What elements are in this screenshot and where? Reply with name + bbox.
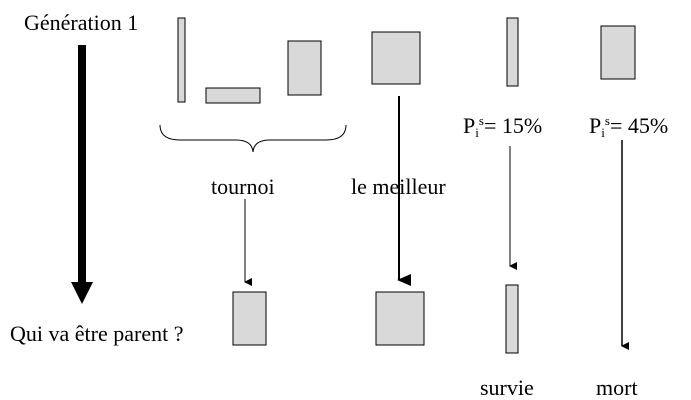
probability-survie: Pis= 15%	[463, 113, 543, 140]
probability-symbol: P	[463, 113, 476, 138]
individual-survie-candidate	[506, 17, 519, 87]
parent-meilleur	[375, 291, 425, 346]
individual-flat	[205, 87, 261, 104]
individual-large	[371, 31, 421, 85]
individual-mort-candidate	[600, 25, 636, 80]
probability-subscript: i	[601, 125, 605, 140]
question-label: Qui va être parent ?	[10, 321, 184, 346]
generation-arrow	[71, 45, 93, 304]
probability-value: = 15%	[483, 113, 543, 138]
probability-superscript: s	[478, 113, 484, 128]
generation-label: Génération 1	[24, 10, 139, 35]
mort-label: mort	[596, 375, 638, 400]
individual-medium	[287, 40, 322, 96]
tournoi-brace	[159, 124, 347, 153]
meilleur-label: le meilleur	[351, 174, 446, 199]
probability-value: = 45%	[609, 113, 669, 138]
probability-superscript: s	[604, 113, 610, 128]
tournoi-label: tournoi	[211, 174, 275, 199]
survie-label: survie	[480, 375, 534, 400]
parent-survie	[505, 284, 519, 354]
probability-symbol: P	[589, 113, 602, 138]
individual-tall-thin	[177, 17, 186, 103]
probability-mort: Pis= 45%	[589, 113, 669, 140]
parent-tournoi	[232, 291, 267, 346]
probability-subscript: i	[475, 125, 479, 140]
